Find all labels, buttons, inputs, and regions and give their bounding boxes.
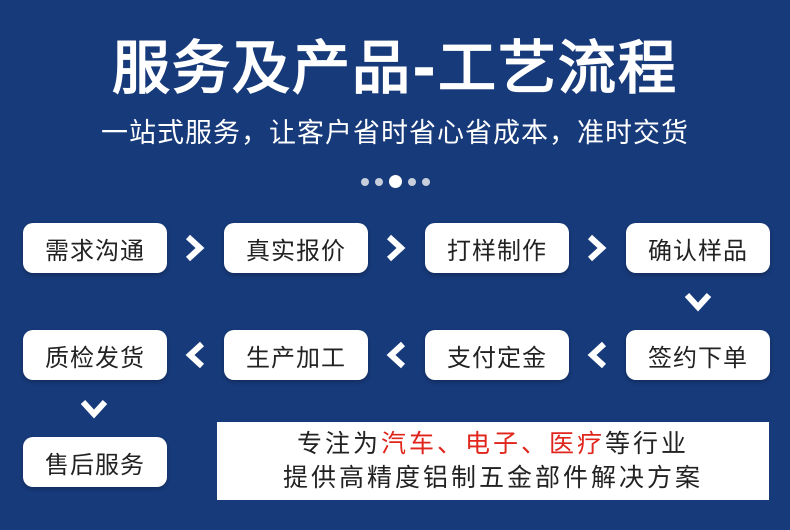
banner-line-2: 提供高精度铝制五金部件解决方案 bbox=[282, 463, 703, 492]
chevron-left-icon bbox=[182, 341, 212, 369]
chevron-down-icon bbox=[684, 289, 714, 315]
carousel-dot[interactable] bbox=[360, 177, 369, 186]
step-quality-inspection-shipping: 质检发货 bbox=[23, 330, 167, 380]
step-after-sales-service: 售后服务 bbox=[23, 437, 167, 487]
step-label: 签约下单 bbox=[648, 343, 748, 372]
carousel-dot[interactable] bbox=[374, 177, 383, 186]
carousel-dot-active[interactable] bbox=[388, 175, 402, 188]
step-label: 真实报价 bbox=[246, 236, 346, 265]
step-confirm-sample: 确认样品 bbox=[626, 223, 770, 273]
step-sign-order: 签约下单 bbox=[626, 330, 770, 380]
chevron-left-icon bbox=[584, 341, 614, 369]
banner-text: 等行业 bbox=[605, 429, 690, 458]
banner-text: 专注为 bbox=[296, 429, 381, 458]
banner-highlight: 电子、 bbox=[464, 429, 549, 458]
banner-highlight: 汽车、 bbox=[380, 429, 465, 458]
step-label: 售后服务 bbox=[45, 450, 145, 479]
page-title: 服务及产品-工艺流程 bbox=[111, 34, 679, 102]
chevron-left-icon bbox=[383, 341, 413, 369]
chevron-right-icon bbox=[584, 234, 614, 262]
step-production-processing: 生产加工 bbox=[224, 330, 368, 380]
carousel-dots bbox=[0, 175, 790, 188]
carousel-dot[interactable] bbox=[421, 177, 430, 186]
step-label: 支付定金 bbox=[447, 343, 547, 372]
banner-line-1: 专注为汽车、电子、医疗等行业 bbox=[297, 427, 689, 461]
info-banner: 专注为汽车、电子、医疗等行业 提供高精度铝制五金部件解决方案 bbox=[217, 422, 769, 500]
page-subtitle: 一站式服务，让客户省时省心省成本，准时交货 bbox=[101, 118, 689, 149]
chevron-right-icon bbox=[182, 234, 212, 262]
step-label: 质检发货 bbox=[45, 343, 145, 372]
chevron-down-icon bbox=[80, 396, 110, 422]
step-real-quotation: 真实报价 bbox=[224, 223, 368, 273]
carousel-dot[interactable] bbox=[407, 177, 416, 186]
step-label: 打样制作 bbox=[447, 236, 547, 265]
step-label: 生产加工 bbox=[246, 343, 346, 372]
step-sample-making: 打样制作 bbox=[425, 223, 569, 273]
step-label: 需求沟通 bbox=[45, 236, 145, 265]
banner-highlight: 医疗 bbox=[549, 429, 606, 458]
step-requirement-communication: 需求沟通 bbox=[23, 223, 167, 273]
chevron-right-icon bbox=[383, 234, 413, 262]
step-pay-deposit: 支付定金 bbox=[425, 330, 569, 380]
step-label: 确认样品 bbox=[648, 236, 748, 265]
